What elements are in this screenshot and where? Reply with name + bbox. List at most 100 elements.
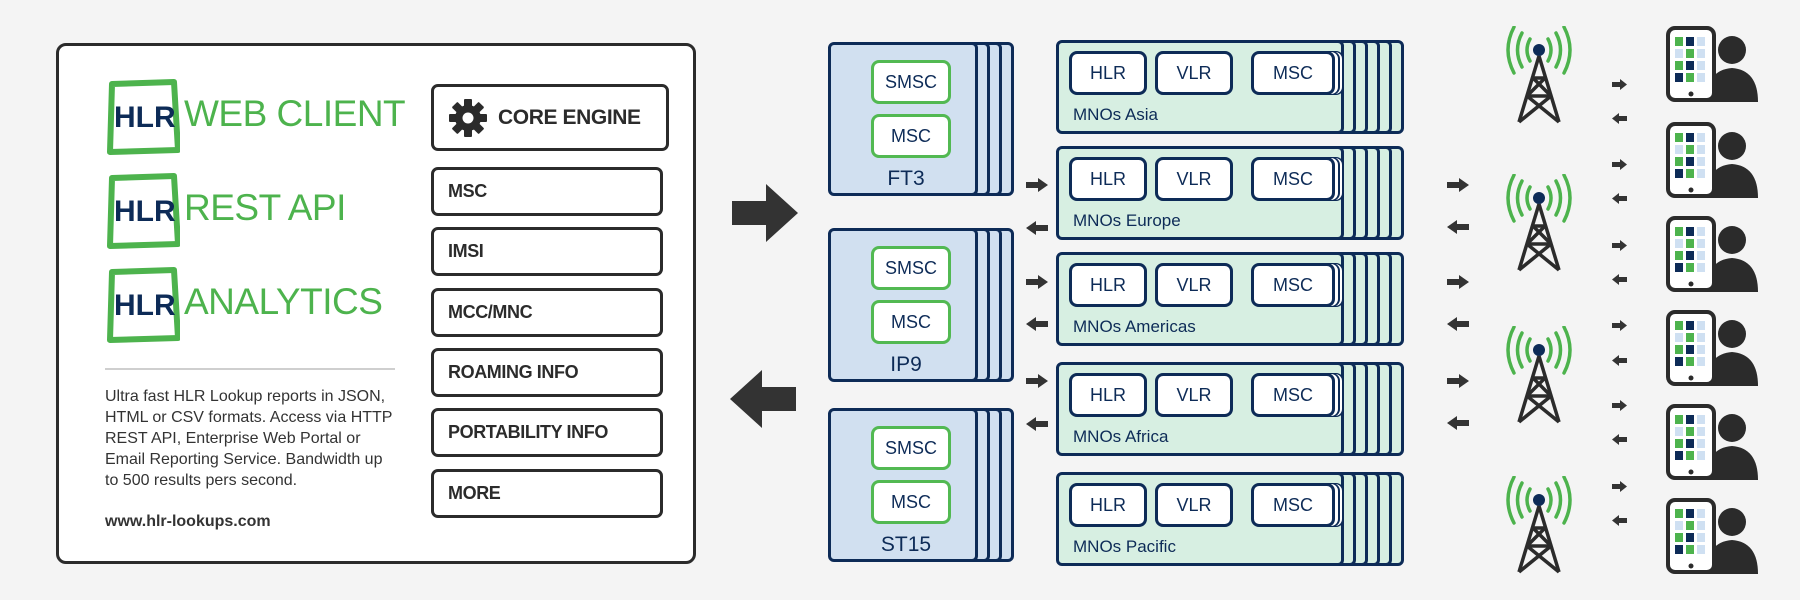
arrow-right-icon bbox=[1612, 481, 1627, 492]
arrow-left-icon bbox=[730, 370, 796, 428]
hlr-logo-icon: HLR bbox=[107, 79, 180, 155]
mno-label: MNOs Pacific bbox=[1073, 537, 1176, 556]
mno-panel: HLR VLR MSC MNOs Asia bbox=[1056, 40, 1344, 134]
arrow-right-icon bbox=[732, 184, 798, 242]
gear-icon bbox=[449, 98, 487, 137]
arrow-left-icon bbox=[1612, 434, 1627, 445]
vlr-node: VLR bbox=[1155, 483, 1233, 527]
vlr-node: VLR bbox=[1155, 263, 1233, 307]
cell-tower-icon bbox=[1506, 26, 1572, 124]
feature-roaming-info: ROAMING INFO bbox=[431, 348, 663, 397]
feature-label: MORE bbox=[448, 483, 501, 503]
gateway-panel: SMSC MSC IP9 bbox=[828, 228, 978, 382]
feature-label: ROAMING INFO bbox=[448, 362, 579, 382]
mno-label: MNOs Africa bbox=[1073, 427, 1169, 446]
arrow-left-icon bbox=[1612, 355, 1627, 366]
brand-name: WEB CLIENT bbox=[184, 93, 406, 134]
arrow-left-icon bbox=[1026, 221, 1048, 235]
arrow-right-icon bbox=[1026, 178, 1048, 192]
brand-name: ANALYTICS bbox=[184, 281, 383, 322]
arrow-left-icon bbox=[1447, 416, 1469, 430]
brand-name: REST API bbox=[184, 187, 346, 228]
gateway-stack-ft3: SMSC MSC FT3 bbox=[828, 42, 1018, 202]
msc-node: MSC bbox=[1251, 51, 1335, 95]
arrow-right-icon bbox=[1612, 79, 1627, 90]
hlr-logo-icon: HLR bbox=[107, 267, 180, 343]
mno-stack-pacific: HLR VLR MSC MNOs Pacific bbox=[1056, 472, 1411, 572]
feature-label: MSC bbox=[448, 181, 487, 201]
hlr-node: HLR bbox=[1069, 373, 1147, 417]
arrow-right-icon bbox=[1612, 320, 1627, 331]
product-card: HLR WEB CLIENT HLR REST API HLR ANALYTIC… bbox=[56, 43, 696, 564]
arrow-left-icon bbox=[1026, 317, 1048, 331]
hlr-node: HLR bbox=[1069, 157, 1147, 201]
arrow-right-icon bbox=[1612, 400, 1627, 411]
arrow-left-icon bbox=[1612, 515, 1627, 526]
feature-label: PORTABILITY INFO bbox=[448, 422, 608, 442]
brand-rest-api[interactable]: HLR REST API bbox=[106, 172, 406, 250]
cell-tower-icon bbox=[1506, 326, 1572, 424]
arrow-right-icon bbox=[1447, 178, 1469, 192]
msc-node: MSC bbox=[1251, 373, 1335, 417]
smsc-node: SMSC bbox=[871, 60, 951, 104]
msc-node: MSC bbox=[1251, 263, 1335, 307]
mno-panel: HLR VLR MSC MNOs Europe bbox=[1056, 146, 1344, 240]
feature-mcc-mnc: MCC/MNC bbox=[431, 288, 663, 337]
hlr-node: HLR bbox=[1069, 263, 1147, 307]
feature-more: MORE bbox=[431, 469, 663, 518]
arrow-right-icon bbox=[1026, 275, 1048, 289]
vlr-node: VLR bbox=[1155, 373, 1233, 417]
svg-text:HLR: HLR bbox=[114, 289, 176, 322]
mno-panel: HLR VLR MSC MNOs Americas bbox=[1056, 252, 1344, 346]
hlr-logo-icon: HLR bbox=[107, 173, 180, 249]
arrow-right-icon bbox=[1612, 240, 1627, 251]
msc-node: MSC bbox=[871, 300, 951, 344]
feature-imsi: IMSI bbox=[431, 227, 663, 276]
mobile-user-icon bbox=[1666, 216, 1758, 292]
brand-analytics[interactable]: HLR ANALYTICS bbox=[106, 266, 406, 344]
core-engine-label: CORE ENGINE bbox=[498, 105, 641, 129]
arrow-right-icon bbox=[1447, 374, 1469, 388]
cell-tower-icon bbox=[1506, 476, 1572, 574]
feature-label: IMSI bbox=[448, 241, 484, 261]
mno-stack-asia: HLR VLR MSC MNOs Asia bbox=[1056, 40, 1411, 140]
mno-stack-americas: HLR VLR MSC MNOs Americas bbox=[1056, 252, 1411, 352]
arrow-left-icon bbox=[1026, 417, 1048, 431]
arrow-right-icon bbox=[1026, 374, 1048, 388]
mno-stack-africa: HLR VLR MSC MNOs Africa bbox=[1056, 362, 1411, 462]
mobile-user-icon bbox=[1666, 310, 1758, 386]
mno-panel: HLR VLR MSC MNOs Pacific bbox=[1056, 472, 1344, 566]
divider bbox=[105, 368, 395, 370]
smsc-node: SMSC bbox=[871, 246, 951, 290]
mno-label: MNOs Asia bbox=[1073, 105, 1159, 124]
hlr-node: HLR bbox=[1069, 483, 1147, 527]
gateway-panel: SMSC MSC ST15 bbox=[828, 408, 978, 562]
arrow-right-icon bbox=[1612, 159, 1627, 170]
arrow-left-icon bbox=[1447, 317, 1469, 331]
mno-panel: HLR VLR MSC MNOs Africa bbox=[1056, 362, 1344, 456]
svg-text:HLR: HLR bbox=[114, 101, 176, 134]
svg-text:HLR: HLR bbox=[114, 195, 176, 228]
vlr-node: VLR bbox=[1155, 157, 1233, 201]
mobile-user-icon bbox=[1666, 404, 1758, 480]
brand-web-client[interactable]: HLR WEB CLIENT bbox=[106, 78, 406, 156]
smsc-node: SMSC bbox=[871, 426, 951, 470]
gateway-stack-st15: SMSC MSC ST15 bbox=[828, 408, 1018, 568]
gateway-label: IP9 bbox=[890, 353, 922, 376]
arrow-left-icon bbox=[1612, 193, 1627, 204]
arrow-left-icon bbox=[1612, 113, 1627, 124]
mobile-user-icon bbox=[1666, 26, 1758, 102]
website-link[interactable]: www.hlr-lookups.com bbox=[105, 513, 271, 530]
msc-node: MSC bbox=[871, 480, 951, 524]
msc-node: MSC bbox=[1251, 157, 1335, 201]
vlr-node: VLR bbox=[1155, 51, 1233, 95]
msc-node: MSC bbox=[871, 114, 951, 158]
mno-stack-europe: HLR VLR MSC MNOs Europe bbox=[1056, 146, 1411, 246]
gateway-label: ST15 bbox=[880, 533, 932, 556]
gateway-panel: SMSC MSC FT3 bbox=[828, 42, 978, 196]
core-engine-box: CORE ENGINE bbox=[431, 84, 669, 151]
mobile-user-icon bbox=[1666, 122, 1758, 198]
hlr-node: HLR bbox=[1069, 51, 1147, 95]
arrow-left-icon bbox=[1612, 274, 1627, 285]
mno-label: MNOs Americas bbox=[1073, 317, 1196, 336]
